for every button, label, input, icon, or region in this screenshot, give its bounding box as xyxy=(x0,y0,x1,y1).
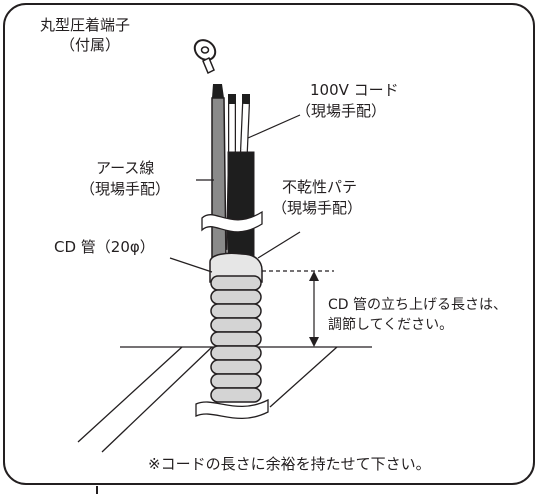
rise-dimension xyxy=(262,270,334,347)
footer-note: ※コードの長さに余裕を持たせて下さい。 xyxy=(148,455,431,473)
cd-pipe xyxy=(210,275,262,403)
crimp-terminal-label: 丸型圧着端子 xyxy=(40,16,131,34)
crimp-terminal-icon xyxy=(193,39,217,75)
leader-lines xyxy=(169,114,301,273)
putty-label: 不乾性パテ xyxy=(282,178,358,196)
crimp-terminal-note: （付属） xyxy=(60,36,121,54)
putty-blob xyxy=(209,252,263,283)
ground-wire xyxy=(211,97,227,263)
ground-hatching xyxy=(77,346,372,453)
putty-note: （現場手配） xyxy=(272,199,363,217)
cord-100v-label: 100V コード xyxy=(310,81,399,99)
cd-pipe-label: CD 管（20φ） xyxy=(54,238,155,256)
cable-bundle xyxy=(201,84,263,263)
ground-wire-label: アース線 xyxy=(96,159,155,177)
ground-wire-note: （現場手配） xyxy=(80,180,171,198)
diagram-frame xyxy=(3,3,535,485)
pipe-break-wave xyxy=(195,398,269,420)
rise-note-line2: 調節してください。 xyxy=(328,317,454,333)
cord-100v-note: （現場手配） xyxy=(296,102,387,120)
rise-note-line1: CD 管の立ち上げる長さは、 xyxy=(328,297,508,313)
cable-break-wave xyxy=(201,210,263,233)
cord-100v-sheath xyxy=(227,151,255,263)
